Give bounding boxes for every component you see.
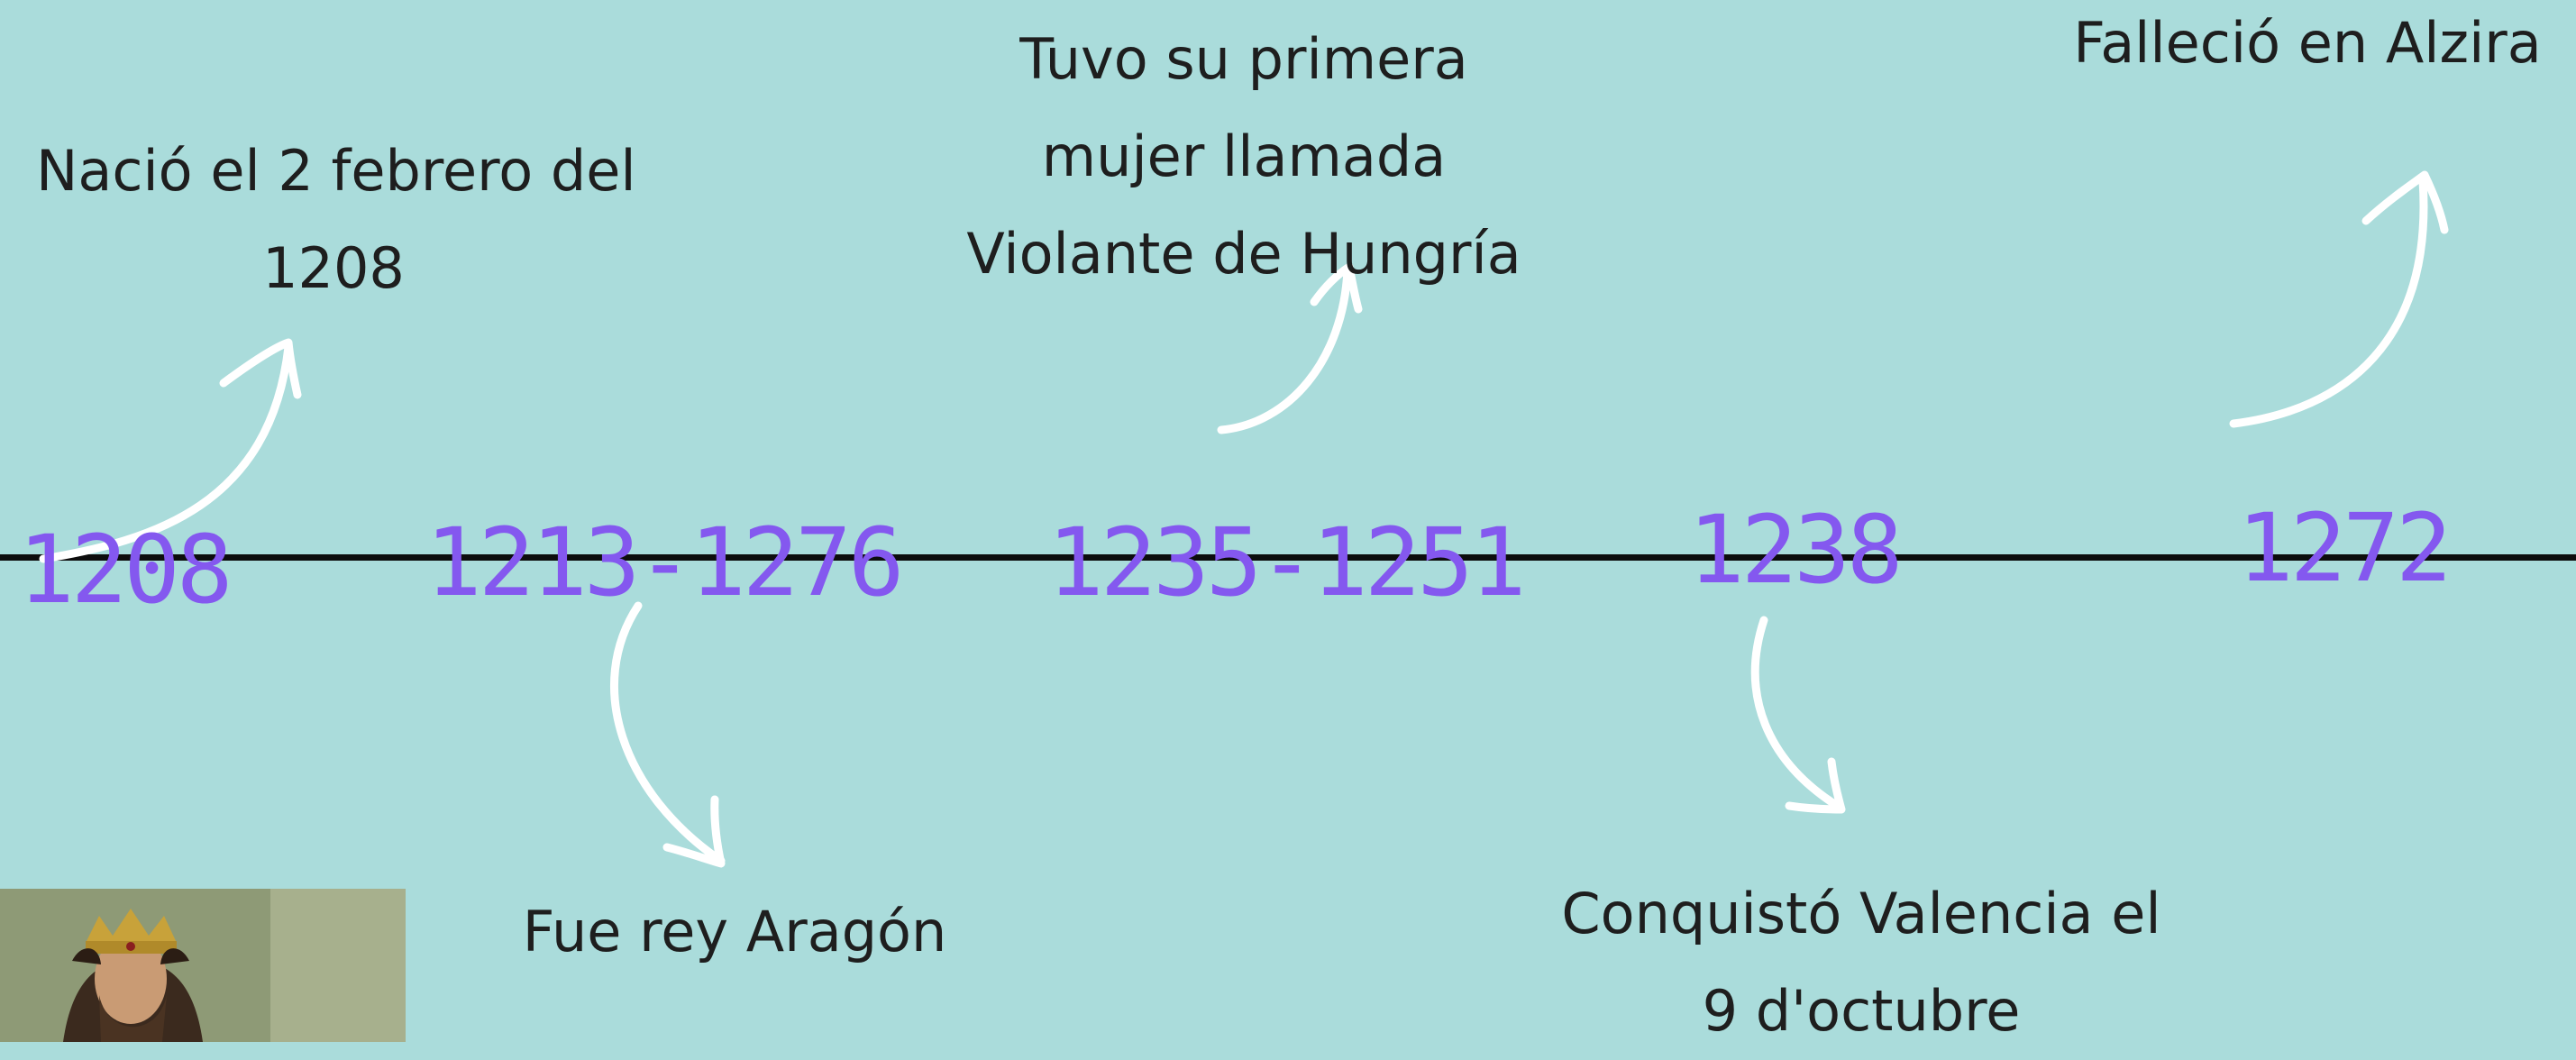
note-1235-1251: Tuvo su primera mujer llamada Violante d… — [946, 11, 1541, 303]
note-1272: Falleció en Alzira — [2046, 0, 2569, 92]
note-1235-line-2: mujer llamada — [1041, 123, 1447, 189]
note-1213-line-1: Fue rey Aragón — [522, 899, 947, 964]
king-portrait-icon — [0, 889, 406, 1042]
year-1238: 1238 — [1688, 495, 1903, 605]
note-1208-line-1: Nació el 2 febrero del — [36, 138, 636, 204]
year-1208: 1208 — [18, 515, 233, 625]
note-1238: Conquistó Valencia el 9 d'octubre — [1532, 865, 2190, 1060]
year-1235-1251: 1235-1251 — [1047, 507, 1527, 617]
year-1272: 1272 — [2237, 493, 2452, 603]
note-1208: Nació el 2 febrero del 1208 — [36, 123, 636, 317]
arrow-1235-icon — [1217, 262, 1363, 434]
year-1213-1276: 1213-1276 — [425, 507, 905, 617]
note-1235-line-1: Tuvo su primera — [1019, 26, 1468, 92]
note-1213-1276: Fue rey Aragón — [505, 883, 964, 981]
arrow-1208-icon — [39, 338, 302, 563]
arrow-1272-icon — [2229, 170, 2449, 428]
note-1235-line-3: Violante de Hungría — [966, 221, 1521, 287]
timeline-axis — [0, 554, 2576, 561]
note-1272-line-1: Falleció en Alzira — [2073, 10, 2542, 76]
note-1238-line-1: Conquistó Valencia el — [1561, 881, 2161, 946]
arrow-1213-icon — [610, 601, 726, 868]
arrow-1238-icon — [1750, 616, 1846, 814]
note-1238-line-2: 9 d'octubre — [1702, 978, 2021, 1044]
note-1208-line-2: 1208 — [262, 235, 405, 301]
